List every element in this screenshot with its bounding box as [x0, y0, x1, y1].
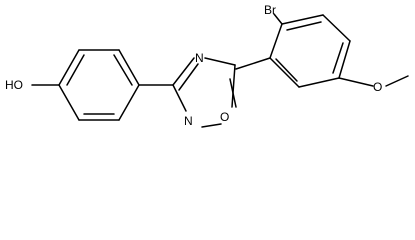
oxadiazole-n-bottom-label: N	[184, 114, 193, 128]
oxadiazole-double-bond-inner	[178, 63, 199, 91]
oxadiazole-bond	[204, 57, 236, 66]
aryl-bond	[298, 77, 340, 88]
aryl-aromatic-inner-bond	[332, 42, 344, 74]
methoxy-oxygen-label: O	[373, 80, 382, 94]
oxadiazole-n-top-label: N	[195, 51, 204, 65]
bromine-label: Br	[264, 3, 276, 17]
methyl-bond	[385, 75, 409, 87]
aryl-bond	[269, 23, 283, 59]
oxadiazole-ring	[172, 57, 271, 128]
oxadiazole-bond	[231, 64, 236, 108]
phenol-aromatic-inner-bond	[66, 54, 85, 86]
br-bond	[273, 13, 283, 25]
bromo-methoxy-phenyl-ring	[269, 14, 351, 88]
hydroxyl-label: HO	[5, 78, 23, 92]
aryl-aromatic-inner-bond	[275, 58, 298, 82]
oxadiazole-bond	[172, 84, 187, 112]
aryl-bond	[269, 57, 300, 88]
aryl-bond	[281, 14, 324, 25]
oxadiazole-o-label: O	[220, 110, 229, 124]
phenol-bond	[118, 84, 140, 121]
phenol-aromatic-inner-bond	[113, 54, 133, 86]
aryl-bond	[338, 40, 351, 79]
oxadiazole-double-bond-outer	[235, 57, 271, 70]
ome-bond	[338, 77, 374, 87]
phenol-bond	[58, 49, 80, 86]
chemical-structure: HO Br O N N O	[0, 0, 415, 144]
aryl-bond	[322, 14, 351, 42]
aryl-aromatic-inner-bond	[286, 21, 322, 31]
oxadiazole-bond	[201, 123, 222, 128]
oxadiazole-bond	[172, 57, 195, 86]
diagram-background	[0, 0, 415, 144]
phenol-bond	[118, 49, 140, 86]
phenol-ring	[58, 49, 140, 121]
phenol-bond	[58, 84, 80, 121]
oxadiazole-double-bond-inner	[229, 78, 237, 108]
